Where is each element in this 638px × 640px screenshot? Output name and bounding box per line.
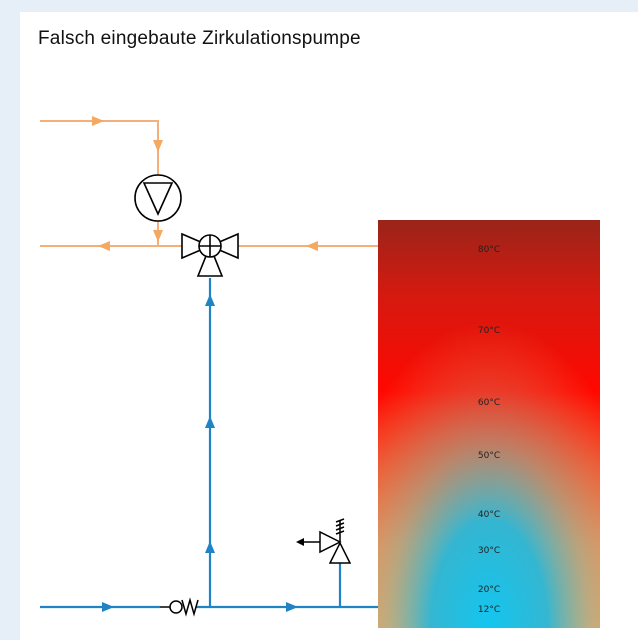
flow-arrow bbox=[205, 294, 215, 306]
check-valve-icon bbox=[160, 597, 199, 617]
safety-valve-icon bbox=[296, 518, 352, 564]
temperature-label: 80°C bbox=[478, 245, 500, 255]
hot-water-pipes bbox=[40, 120, 378, 247]
flow-arrow bbox=[98, 241, 110, 251]
flow-arrow bbox=[205, 541, 215, 553]
supply-pipe-top bbox=[40, 120, 159, 176]
hot-flow-arrows bbox=[92, 116, 318, 251]
cold-water-pipes bbox=[40, 278, 378, 609]
flow-arrow bbox=[205, 416, 215, 428]
temperature-label: 30°C bbox=[478, 546, 500, 556]
tank-temperature-labels: 80°C 70°C 60°C 50°C 40°C 30°C 20°C 12°C bbox=[478, 245, 500, 615]
storage-tank bbox=[378, 220, 600, 628]
flow-arrow bbox=[306, 241, 318, 251]
flow-arrow bbox=[102, 602, 114, 612]
temperature-label: 50°C bbox=[478, 451, 500, 461]
circulation-pump-icon bbox=[134, 174, 182, 222]
flow-arrow bbox=[286, 602, 298, 612]
temperature-label: 60°C bbox=[478, 398, 500, 408]
temperature-label: 20°C bbox=[478, 585, 500, 595]
temperature-label: 40°C bbox=[478, 510, 500, 520]
temperature-label: 70°C bbox=[478, 326, 500, 336]
flow-arrow bbox=[153, 230, 163, 242]
page-title: Falsch eingebaute Zirkulationspumpe bbox=[38, 28, 361, 49]
flow-arrow bbox=[92, 116, 104, 126]
cold-flow-arrows bbox=[102, 294, 298, 612]
three-way-valve-icon bbox=[181, 232, 239, 277]
flow-arrow bbox=[153, 140, 163, 152]
temperature-label: 12°C bbox=[478, 605, 500, 615]
